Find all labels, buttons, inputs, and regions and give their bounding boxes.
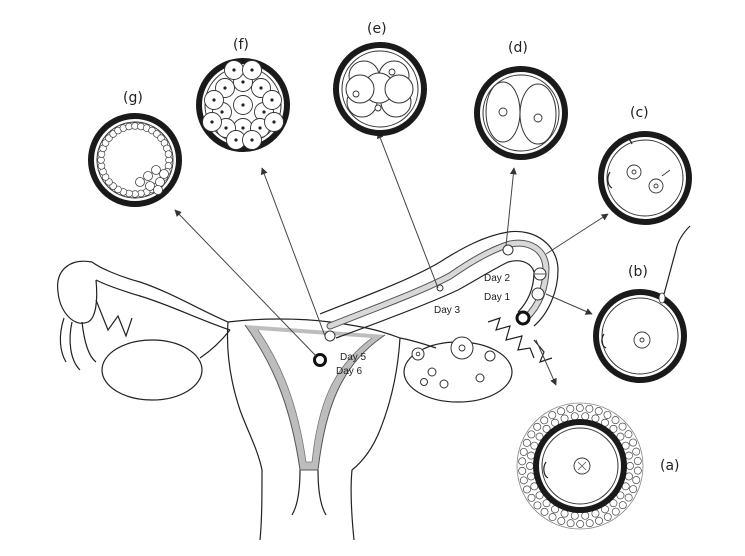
corona-cell xyxy=(527,452,534,459)
corona-cell xyxy=(619,502,626,509)
inner-cell-mass-cell xyxy=(160,170,169,179)
trophoblast-cell xyxy=(165,151,172,158)
corona-cell xyxy=(630,486,637,493)
corona-cell xyxy=(629,439,636,446)
stage-a-label: (a) xyxy=(660,458,680,474)
corona-cell xyxy=(619,423,626,430)
corona-cell xyxy=(567,520,574,527)
stage-c-label: (c) xyxy=(630,105,649,121)
day-6-label: Day 6 xyxy=(336,366,363,377)
inner-cell-mass-cell xyxy=(144,172,153,181)
corona-cell xyxy=(549,411,556,418)
day-1-label: Day 1 xyxy=(484,292,511,303)
corona-cell xyxy=(519,467,526,474)
corona-cell xyxy=(534,502,541,509)
stage-f-label: (f) xyxy=(233,37,249,53)
corona-cell xyxy=(634,467,641,474)
corona-cell xyxy=(558,517,565,524)
corona-cell xyxy=(586,405,593,412)
corona-cell xyxy=(626,462,633,469)
stage-d-two-cell xyxy=(477,69,565,157)
corona-cell xyxy=(576,404,583,411)
inner-cell-mass-cell xyxy=(154,186,163,195)
corona-cell xyxy=(534,423,541,430)
corona-cell xyxy=(523,439,530,446)
inner-cell-mass-cell xyxy=(156,178,165,187)
stage-e-label: (e) xyxy=(367,21,387,37)
stage-b-label: (b) xyxy=(628,264,648,280)
inner-cell-mass-cell xyxy=(136,178,145,187)
stage-d-label: (d) xyxy=(508,40,528,56)
corona-cell xyxy=(582,512,589,519)
corona-cell xyxy=(633,448,640,455)
corona-cell xyxy=(567,405,574,412)
stage-b-fertilization xyxy=(596,226,690,380)
right-ovary xyxy=(404,337,512,402)
left-fallopian-tube xyxy=(58,261,230,370)
corona-cell xyxy=(582,413,589,420)
corona-cell xyxy=(571,512,578,519)
corona-cell xyxy=(612,417,619,424)
corona-cell xyxy=(625,452,632,459)
corona-cell xyxy=(526,462,533,469)
corona-cell xyxy=(612,508,619,515)
uterus-outline xyxy=(228,319,401,540)
corona-cell xyxy=(604,411,611,418)
stage-g-blastocyst xyxy=(91,116,179,204)
corona-cell xyxy=(625,431,632,438)
corona-cell xyxy=(541,508,548,515)
sperm-tail xyxy=(664,226,690,294)
corona-cell xyxy=(625,473,632,480)
stage-e-eight-cell xyxy=(336,45,424,133)
stage-f-morula xyxy=(199,61,287,150)
corona-cell xyxy=(634,457,641,464)
corona-cell xyxy=(595,407,602,414)
stage-c-zygote xyxy=(601,134,689,222)
corona-cell xyxy=(625,494,632,501)
day-5-label: Day 5 xyxy=(340,352,367,363)
inner-cell-mass-cell xyxy=(152,166,161,175)
corona-cell xyxy=(527,473,534,480)
corona-cell xyxy=(528,494,535,501)
left-ovary xyxy=(102,340,202,400)
corona-cell xyxy=(571,413,578,420)
corona-cell xyxy=(557,408,564,415)
corona-cell xyxy=(520,448,527,455)
corona-cell xyxy=(586,520,593,527)
stage-a-oocyte xyxy=(517,403,643,529)
day-2-label: Day 2 xyxy=(484,273,511,284)
day-3-label: Day 3 xyxy=(434,305,461,316)
stage-g-label: (g) xyxy=(123,90,143,106)
corona-cell xyxy=(520,477,527,484)
inner-cell-mass-cell xyxy=(146,182,155,191)
corona-cell xyxy=(604,513,611,520)
corona-cell xyxy=(541,417,548,424)
corona-cell xyxy=(577,520,584,527)
corona-cell xyxy=(528,431,535,438)
corona-cell xyxy=(633,476,640,483)
corona-cell xyxy=(523,486,530,493)
corona-cell xyxy=(595,517,602,524)
corona-cell xyxy=(519,458,526,465)
corona-cell xyxy=(549,513,556,520)
